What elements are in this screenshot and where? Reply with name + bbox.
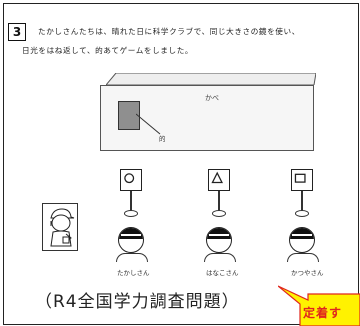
worksheet-page <box>3 3 359 325</box>
student-name: かつやさん <box>291 269 324 277</box>
mirror-stand-base <box>295 210 309 217</box>
circle-mark-icon <box>124 173 135 184</box>
callout-text: 定着す <box>303 306 343 320</box>
mirror-post <box>218 191 220 213</box>
student-head <box>118 227 144 253</box>
student-head <box>289 227 315 253</box>
mirror-stand-base <box>124 210 138 217</box>
student-head <box>206 227 232 253</box>
mirror-stand-base <box>212 210 226 217</box>
mirror-triangle <box>208 169 230 191</box>
question-text-line-1: たかしさんたちは、晴れた日に科学クラブで、同じ大きさの鏡を使い、 <box>38 27 300 36</box>
target-pointer-line <box>136 113 161 135</box>
boy-with-cap-icon <box>50 208 75 247</box>
student-name: はなこさん <box>206 269 239 277</box>
wall-label: かべ <box>205 94 219 102</box>
target-label: 的 <box>159 135 166 143</box>
square-mark-icon <box>294 173 306 183</box>
mirror-post <box>301 191 303 213</box>
mirror-circle <box>120 169 142 191</box>
question-number-box: 3 <box>8 23 26 41</box>
target <box>118 101 140 130</box>
mirror-post <box>130 191 132 213</box>
source-caption: （R4全国学力調査問題） <box>35 292 240 312</box>
mirror-square <box>291 169 313 191</box>
callout-bubble <box>278 285 360 326</box>
triangle-mark-icon <box>211 171 224 184</box>
student-shoulders <box>116 253 148 262</box>
callout-text-box: 定着す <box>302 296 360 326</box>
question-text-line-2: 日光をはね返して、的あてゲームをしました。 <box>22 46 194 55</box>
student-shoulders <box>287 253 319 262</box>
boy-illustration <box>42 203 78 251</box>
wall-top-face <box>106 73 316 85</box>
student-shoulders <box>204 253 236 262</box>
student-name: たかしさん <box>117 269 150 277</box>
